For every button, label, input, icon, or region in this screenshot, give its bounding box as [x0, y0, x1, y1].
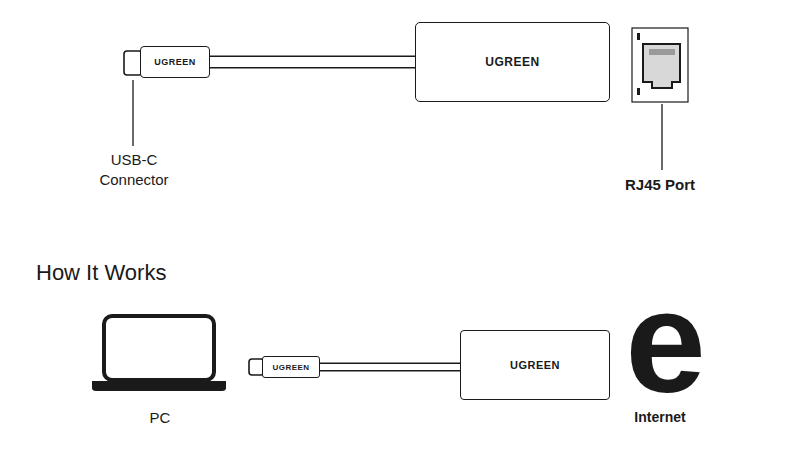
part-label: USB-C Connector [88, 150, 180, 191]
internet-icon: e [618, 270, 713, 415]
leader-line [661, 104, 662, 170]
part-label: RJ45 Port [605, 176, 715, 194]
adapter-body: UGREEN [415, 22, 610, 102]
cable [210, 62, 415, 63]
rj45-port-icon [632, 28, 688, 102]
brand-logo-text: UGREEN [154, 57, 196, 67]
brand-logo-text: UGREEN [272, 363, 309, 372]
leader-line [132, 80, 133, 146]
usb-c-plug: UGREEN [262, 356, 320, 378]
laptop-icon [92, 316, 226, 391]
brand-logo-text: UGREEN [510, 359, 560, 371]
section-heading: How It Works [36, 260, 236, 286]
device-label: PC [130, 409, 190, 427]
usb-c-plug: UGREEN [140, 46, 210, 78]
device-label: Internet [610, 409, 710, 426]
adapter-body: UGREEN [460, 330, 610, 400]
cable [320, 367, 460, 368]
brand-logo-text: UGREEN [485, 55, 539, 69]
